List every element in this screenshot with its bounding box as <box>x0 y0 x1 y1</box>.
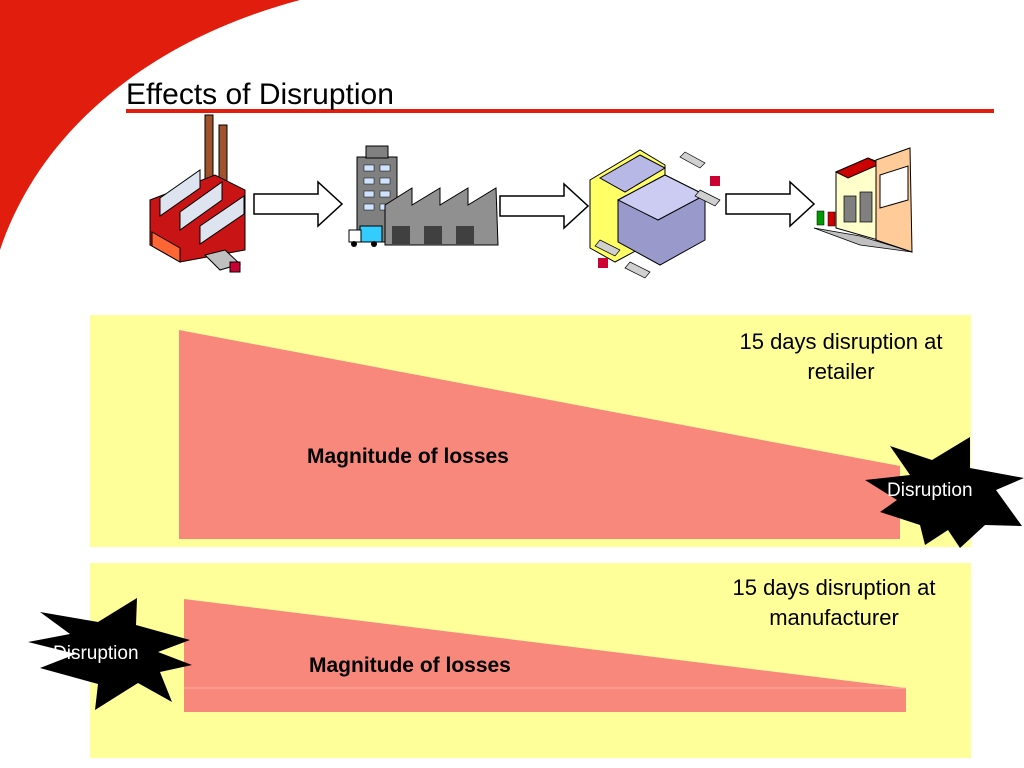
factory-icon <box>149 114 246 273</box>
corner-swoosh <box>0 0 300 250</box>
caption-manufacturer: 15 days disruption at manufacturer <box>703 573 965 633</box>
warehouse-icon <box>589 149 721 279</box>
disruption-label-retailer: Disruption <box>887 480 973 501</box>
disruption-burst-manufacturer <box>28 598 192 710</box>
caption-manufacturer-line1: 15 days disruption at <box>732 575 936 600</box>
store-icon <box>813 147 913 253</box>
caption-retailer-line2: retailer <box>807 359 875 384</box>
caption-manufacturer-line2: manufacturer <box>769 605 899 630</box>
manufacturing-plant-icon <box>348 145 499 247</box>
loss-wedge-retailer <box>179 330 900 539</box>
loss-wedge-manufacturer <box>184 599 906 712</box>
flow-arrow-1 <box>253 180 344 228</box>
disruption-label-manufacturer: Disruption <box>53 643 139 664</box>
flow-arrow-2 <box>499 182 590 230</box>
caption-retailer: 15 days disruption at retailer <box>710 327 972 387</box>
loss-label-manufacturer: Magnitude of losses <box>309 654 511 677</box>
disruption-burst-retailer <box>865 437 1024 548</box>
loss-label-retailer: Magnitude of losses <box>307 445 509 468</box>
caption-retailer-line1: 15 days disruption at <box>739 329 943 354</box>
flow-arrow-3 <box>725 180 816 228</box>
page-title: Effects of Disruption <box>126 78 394 111</box>
